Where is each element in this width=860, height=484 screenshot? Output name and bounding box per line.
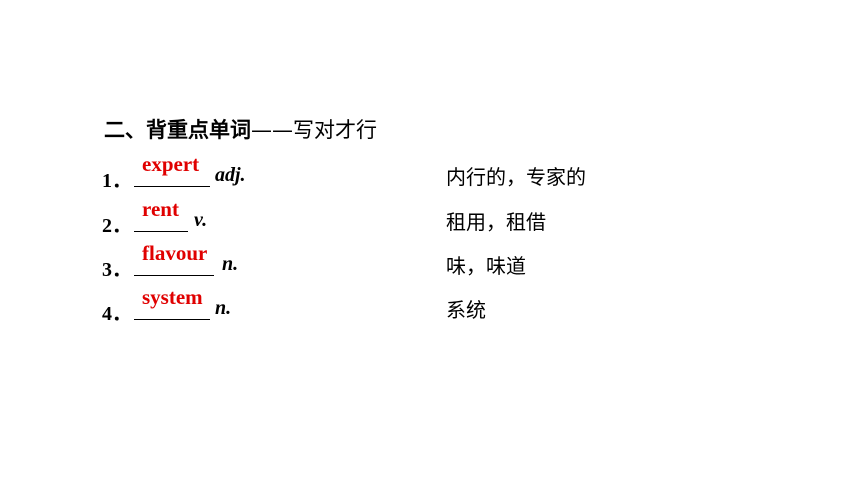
chinese-meaning: 味，味道 [446,254,526,278]
answer-word: rent [142,197,179,221]
answer-blank [134,186,210,187]
section-heading-title: 二、背重点单词 [104,118,251,142]
part-of-speech: v. [194,209,208,231]
answer-blank [134,231,188,232]
part-of-speech: adj. [215,164,246,186]
answer-word: expert [142,152,200,176]
answer-word: flavour [142,241,208,265]
answer-word: system [142,285,203,309]
chinese-meaning: 系统 [446,298,486,322]
item-number: 3． [102,259,132,281]
part-of-speech: n. [215,297,232,319]
answer-blank [134,319,210,320]
vocab-item-1: 1． expert adj. 内行的，专家的 [102,152,802,192]
item-number: 1． [102,170,132,192]
answer-blank [134,275,214,276]
part-of-speech: n. [222,253,239,275]
section-heading-subtitle: ——写对才行 [251,118,377,142]
chinese-meaning: 租用，租借 [446,210,546,234]
vocab-item-3: 3． flavour n. 味，味道 [102,241,802,281]
chinese-meaning: 内行的，专家的 [446,165,586,189]
item-number: 4． [102,303,132,325]
item-number: 2． [102,215,132,237]
section-heading: 二、背重点单词——写对才行 [104,114,377,144]
vocab-item-4: 4． system n. 系统 [102,285,802,325]
vocab-item-2: 2． rent v. 租用，租借 [102,197,802,237]
